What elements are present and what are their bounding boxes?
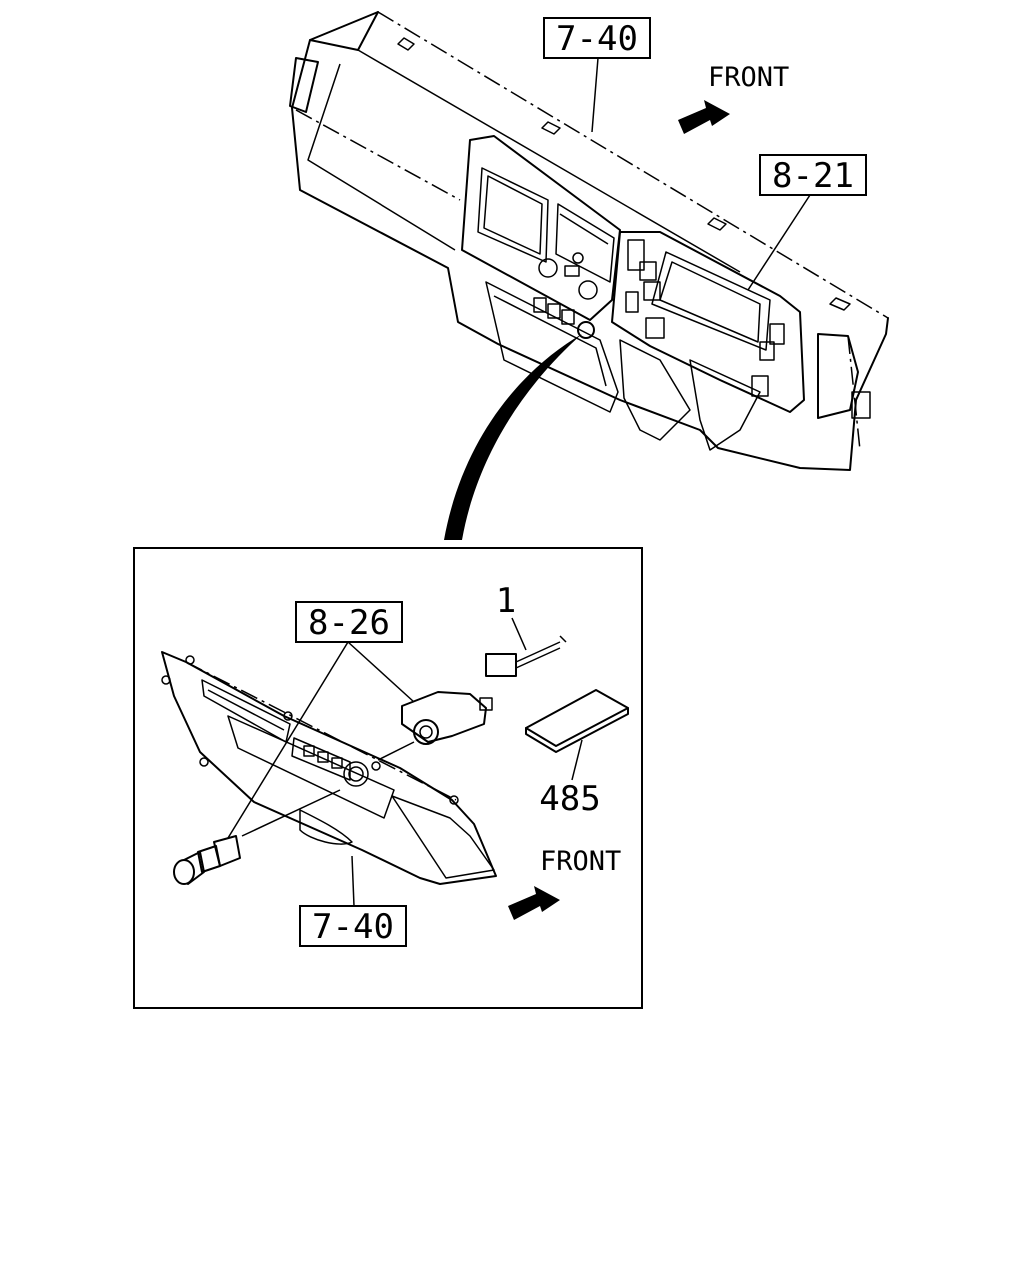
- front-label: FRONT: [708, 62, 789, 93]
- detail-leader: [444, 334, 582, 540]
- part-1-label: 1: [496, 581, 516, 621]
- knob-component: [173, 789, 341, 885]
- callout-label: 8-21: [772, 156, 854, 196]
- dashboard-assembly: [289, 11, 889, 471]
- arrow-icon: [508, 886, 560, 920]
- detail-frame: [133, 547, 643, 1009]
- callout-label: 8-26: [308, 603, 390, 643]
- callout-label: 7-40: [556, 19, 638, 59]
- part-485-pad: 485: [525, 689, 629, 819]
- part-485-label: 485: [539, 779, 600, 819]
- lower-panel-assembly: [161, 651, 497, 885]
- switch-component: [377, 691, 493, 761]
- callout-7-40-top: 7-40: [543, 17, 651, 133]
- callout-8-26: 8-26: [227, 601, 415, 839]
- callout-7-40-detail: 7-40: [299, 855, 407, 947]
- front-arrow-top: FRONT: [678, 62, 789, 134]
- front-arrow-detail: FRONT: [508, 846, 621, 920]
- arrow-icon: [678, 100, 730, 134]
- front-label: FRONT: [540, 846, 621, 877]
- callout-label: 7-40: [312, 907, 394, 947]
- callout-8-21-top: 8-21: [747, 154, 867, 291]
- part-1-bulb: 1: [485, 581, 567, 677]
